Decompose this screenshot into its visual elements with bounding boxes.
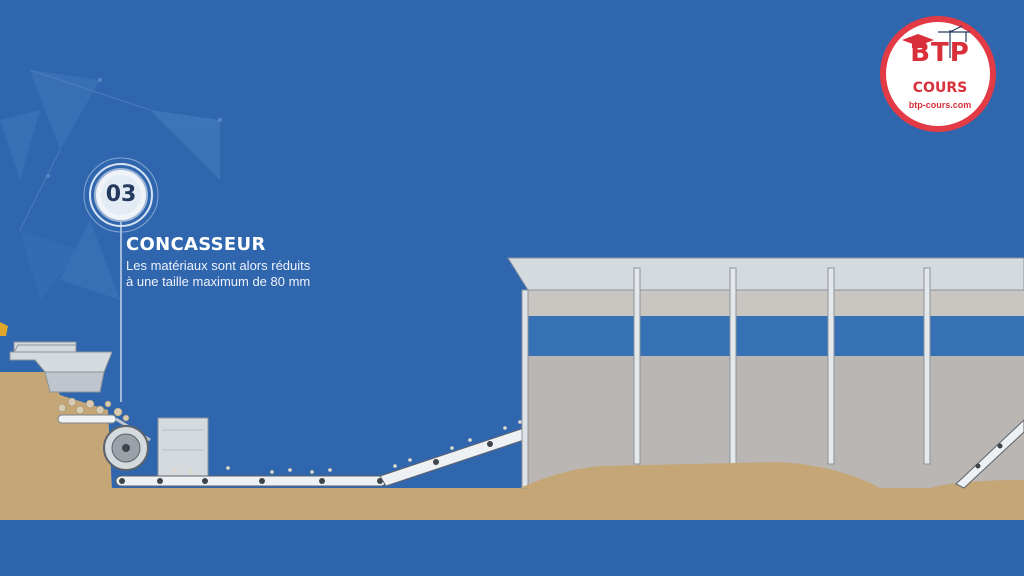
gravel-pile bbox=[520, 462, 880, 488]
step-description-line2: à une taille maximum de 80 mm bbox=[126, 274, 311, 289]
logo-brand: BTP bbox=[910, 38, 970, 68]
gravel-pile-right bbox=[930, 480, 1024, 488]
crane-icon bbox=[938, 25, 970, 58]
graduation-cap-icon bbox=[902, 34, 934, 48]
logo-subtitle: COURS bbox=[912, 80, 968, 96]
ground bbox=[0, 488, 1024, 520]
ground-hill bbox=[0, 372, 112, 490]
feeder-rocks bbox=[57, 397, 130, 422]
step-description-line1: Les matériaux sont alors réduits bbox=[126, 258, 311, 273]
gravel-particles bbox=[173, 420, 522, 474]
btp-cours-logo bbox=[880, 16, 996, 132]
background-polygons bbox=[0, 69, 222, 300]
step-number: 03 bbox=[105, 182, 137, 207]
step-label: CONCASSEUR Les matériaux sont alors rédu… bbox=[126, 234, 310, 290]
step-description: Les matériaux sont alors réduits à une t… bbox=[126, 258, 310, 290]
main-conveyor bbox=[115, 475, 387, 487]
shed-conveyor bbox=[955, 419, 1024, 489]
step-badge-icon bbox=[83, 157, 159, 233]
storage-shed bbox=[507, 257, 1024, 489]
logo-url: btp-cours.com bbox=[908, 100, 972, 110]
step-title: CONCASSEUR bbox=[126, 234, 266, 255]
crusher-wheel bbox=[103, 425, 149, 471]
feed-hopper bbox=[0, 322, 113, 393]
lower-band bbox=[0, 520, 1024, 576]
crusher-body bbox=[157, 417, 209, 477]
